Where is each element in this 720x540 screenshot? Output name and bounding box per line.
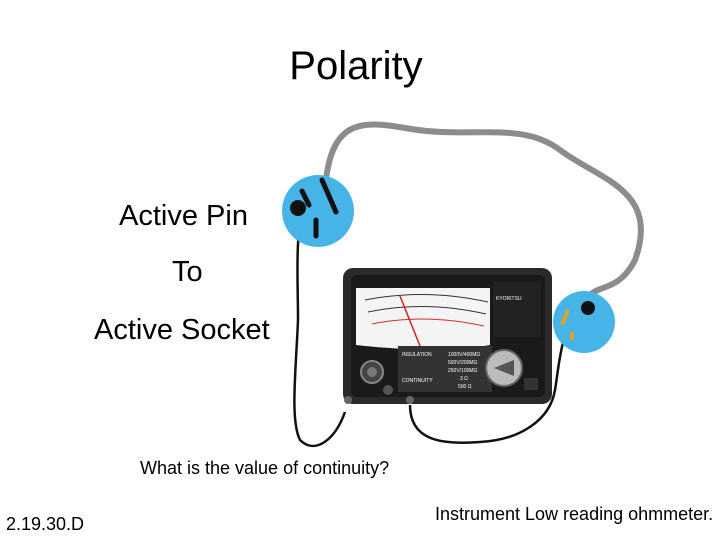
black-lead-left xyxy=(293,204,347,447)
meter-range-4: 3 Ω xyxy=(460,376,468,382)
meter-range-1: 1000V/400MΩ xyxy=(448,352,480,358)
meter-mode-1: INSULATION xyxy=(402,352,432,358)
terminal-left xyxy=(344,396,352,404)
slide-code: 2.19.30.D xyxy=(6,514,85,534)
zero-adjust-knob xyxy=(383,385,393,395)
meter-mode-2: CONTINUITY xyxy=(402,378,433,384)
meter-needle xyxy=(399,295,421,347)
meter-brand: KYORITSU xyxy=(496,296,522,302)
ohmmeter: KYORITSU 1000V/400MΩ 500V/200MΩ 250V/100… xyxy=(343,268,552,404)
question-text: What is the value of continuity? xyxy=(140,458,390,478)
meter-range-5: 500 Ω xyxy=(458,384,472,390)
label-to: To xyxy=(172,256,203,288)
instrument-note: Instrument Low reading ohmmeter. xyxy=(435,504,714,524)
black-lead-right xyxy=(408,304,584,444)
slide-title: Polarity xyxy=(0,44,720,89)
slide-title-text: Polarity xyxy=(289,44,423,88)
label-active-socket: Active Socket xyxy=(94,314,270,346)
grey-test-lead xyxy=(322,121,644,298)
meter-range-3: 250V/100MΩ xyxy=(448,368,478,374)
label-active-pin: Active Pin xyxy=(119,200,248,232)
terminal-right xyxy=(406,396,414,404)
active-socket-plug xyxy=(553,291,615,353)
meter-range-2: 500V/200MΩ xyxy=(448,360,478,366)
active-pin-plug xyxy=(282,175,354,247)
